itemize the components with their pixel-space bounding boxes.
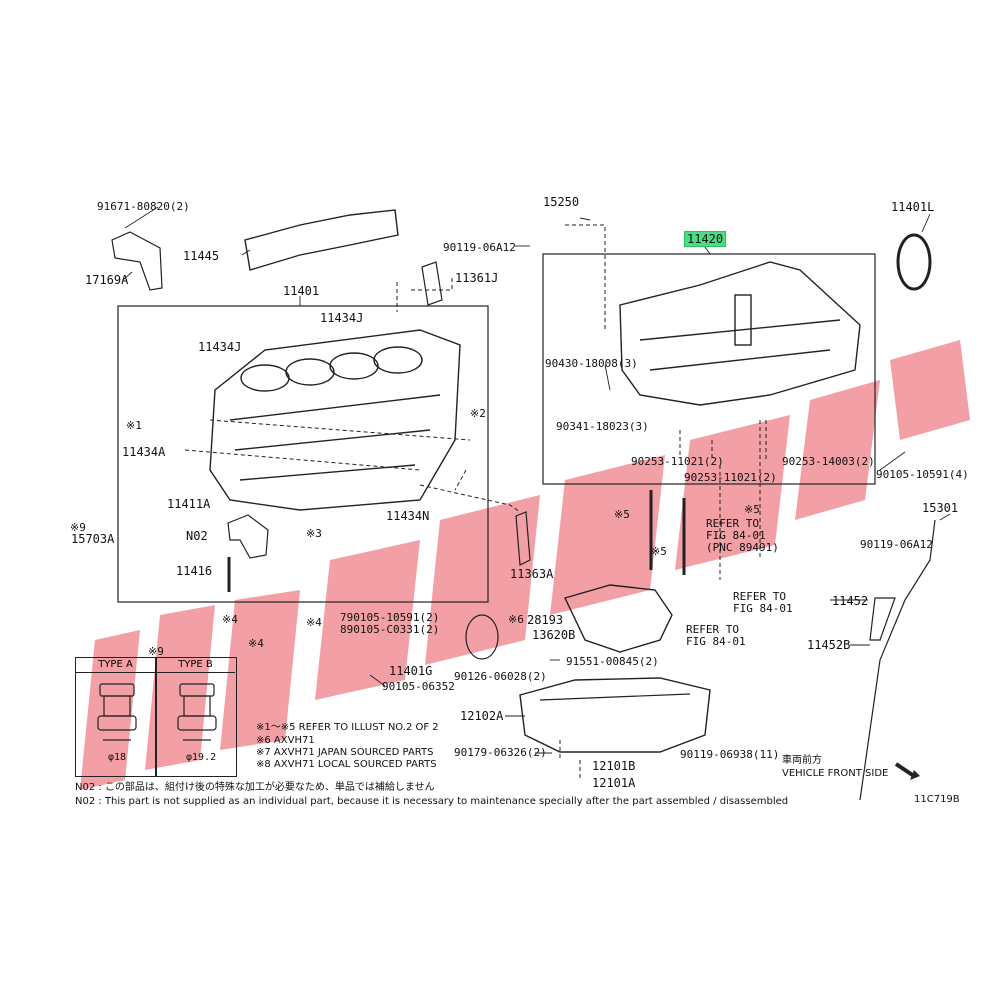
- refer-fig-84-01-c[interactable]: REFER TO FIG 84-01: [686, 623, 746, 648]
- label-12101a[interactable]: 12101A: [592, 776, 636, 790]
- label-11401[interactable]: 11401: [283, 284, 320, 298]
- label-90119-06a12-top[interactable]: 90119-06A12: [443, 241, 516, 254]
- type-a-header: TYPE A: [76, 658, 155, 673]
- oil-pan-lower: [519, 677, 711, 753]
- label-11452b[interactable]: 11452B: [807, 638, 851, 652]
- marker-5c: ※5: [651, 545, 667, 558]
- vehicle-front-jp: 車両前方: [782, 755, 822, 766]
- label-90253-b[interactable]: 90253-11021(2): [684, 471, 777, 484]
- label-890105[interactable]: 890105-C0331(2): [340, 623, 440, 636]
- oil-seal-ring: [896, 233, 932, 291]
- marker-6: ※6: [508, 613, 524, 626]
- marker-4c: ※4: [306, 616, 322, 629]
- label-11363a[interactable]: 11363A: [510, 567, 554, 581]
- refer-fig-84-01-b[interactable]: REFER TO FIG 84-01: [733, 590, 793, 615]
- oil-pan-upper: [619, 261, 861, 406]
- label-90253-14003[interactable]: 90253-14003(2): [782, 455, 875, 468]
- type-box: TYPE A TYPE B φ18 φ19.2: [75, 657, 237, 777]
- marker-5b: ※5: [744, 503, 760, 516]
- label-11434a[interactable]: 11434A: [122, 445, 166, 459]
- type-a-diameter: φ18: [108, 752, 127, 763]
- dipstick: [859, 519, 936, 801]
- label-11434n[interactable]: 11434N: [386, 509, 430, 523]
- label-11411a[interactable]: 11411A: [167, 497, 211, 511]
- label-n02[interactable]: N02: [186, 529, 208, 543]
- vehicle-front-en: VEHICLE FRONT SIDE: [782, 768, 889, 779]
- label-90179[interactable]: 90179-06326(2): [454, 746, 547, 759]
- note-7: ※7 AXVH71 JAPAN SOURCED PARTS: [256, 747, 434, 758]
- label-790105[interactable]: 790105-10591(2): [340, 611, 440, 624]
- type-box-divider: [155, 658, 157, 776]
- plate-part: [515, 511, 531, 566]
- note-6: ※6 AXVH71: [256, 735, 315, 746]
- block-frame: [117, 305, 489, 603]
- label-11401l[interactable]: 11401L: [891, 200, 935, 214]
- marker-5a: ※5: [614, 508, 630, 521]
- note-n02-jp: N02 : この部品は、組付け後の特殊な加工が必要なため、単品では補給しません: [75, 782, 435, 793]
- head-cover-part: [244, 209, 399, 271]
- cylinder-block: [209, 329, 461, 511]
- note-1-5: ※1～※5 REFER TO ILLUST NO.2 OF 2: [256, 722, 439, 733]
- label-11361j[interactable]: 11361J: [455, 271, 499, 285]
- label-17169a[interactable]: 17169A: [85, 273, 129, 287]
- label-90126[interactable]: 90126-06028(2): [454, 670, 547, 683]
- marker-2: ※2: [470, 407, 486, 420]
- label-90119-06938[interactable]: 90119-06938(11): [680, 748, 780, 761]
- label-28193[interactable]: 28193: [527, 613, 564, 627]
- label-11445[interactable]: 11445: [183, 249, 220, 263]
- label-11416[interactable]: 11416: [176, 564, 213, 578]
- diagram-code: 11C719B: [914, 794, 960, 805]
- label-90253-a[interactable]: 90253-11021(2): [631, 455, 724, 468]
- label-11401g[interactable]: 11401G: [389, 664, 433, 678]
- marker-1: ※1: [126, 419, 142, 432]
- label-90341[interactable]: 90341-18023(3): [556, 420, 649, 433]
- label-11420[interactable]: 11420: [684, 231, 727, 247]
- note-8: ※8 AXVH71 LOCAL SOURCED PARTS: [256, 759, 437, 770]
- dipstick-guide: [869, 597, 896, 641]
- type-b-diameter: φ19.2: [186, 752, 217, 763]
- oil-pan-frame: [542, 253, 876, 485]
- label-91551[interactable]: 91551-00845(2): [566, 655, 659, 668]
- label-12101b[interactable]: 12101B: [592, 759, 636, 773]
- label-15250[interactable]: 15250: [543, 195, 580, 209]
- bracket-part: [111, 231, 163, 291]
- label-15301[interactable]: 15301: [922, 501, 959, 515]
- refer-fig-84-01-pnc[interactable]: REFER TO FIG 84-01 (PNC 89491): [706, 517, 779, 554]
- label-90119-06a12-right[interactable]: 90119-06A12: [860, 538, 933, 551]
- label-90105-06352[interactable]: 90105-06352: [382, 680, 455, 693]
- label-11420-highlight[interactable]: 11420: [684, 231, 727, 247]
- type-b-header: TYPE B: [156, 658, 235, 673]
- marker-9a: ※9: [70, 521, 86, 534]
- marker-9b: ※9: [148, 645, 164, 658]
- label-90430[interactable]: 90430-18008(3): [545, 357, 638, 370]
- marker-4b: ※4: [248, 637, 264, 650]
- label-15703a[interactable]: 15703A: [71, 532, 115, 546]
- label-11452[interactable]: 11452: [832, 594, 869, 608]
- label-13620b[interactable]: 13620B: [532, 628, 576, 642]
- marker-3: ※3: [306, 527, 322, 540]
- note-n02-en: N02 : This part is not supplied as an in…: [75, 796, 789, 807]
- oil-pump: [564, 584, 673, 653]
- cover-part: [421, 261, 443, 306]
- label-90105-10591-4[interactable]: 90105-10591(4): [876, 468, 969, 481]
- gasket: [465, 614, 499, 660]
- label-91671[interactable]: 91671-80820(2): [97, 200, 190, 213]
- label-11434j-top[interactable]: 11434J: [320, 311, 364, 325]
- label-11434j-left[interactable]: 11434J: [198, 340, 242, 354]
- n02-part: [227, 514, 269, 559]
- marker-4a: ※4: [222, 613, 238, 626]
- label-12102a[interactable]: 12102A: [460, 709, 504, 723]
